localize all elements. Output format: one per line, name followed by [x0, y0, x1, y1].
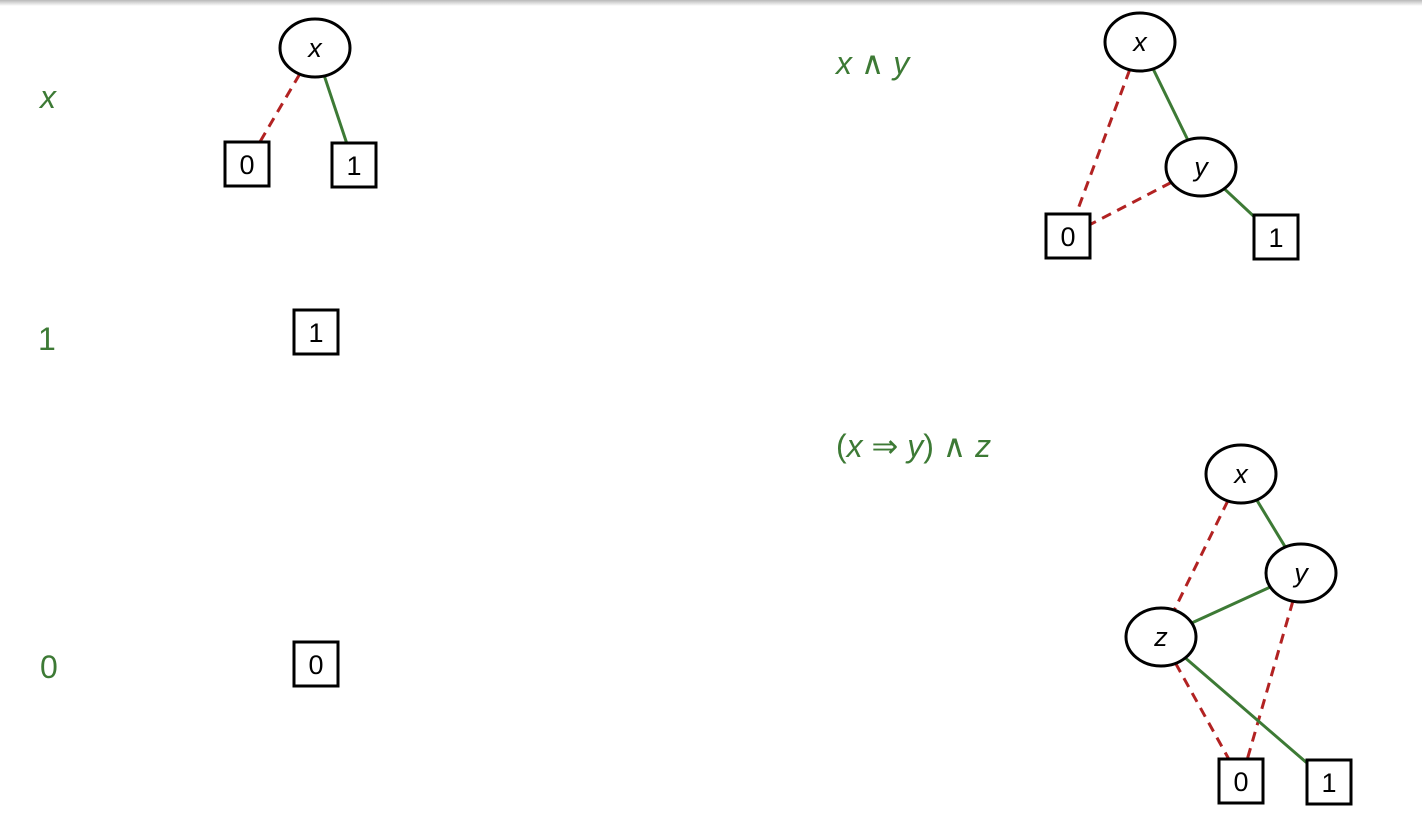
bdd3-node-t0-shape	[292, 640, 340, 688]
bdd5-node-t0-shape	[1217, 757, 1265, 805]
bdd4-node-t0-label: 0	[1060, 222, 1075, 252]
bdd5-node-y-label: y	[1292, 558, 1309, 588]
bdd-bdd5: x y z 0 1	[1124, 443, 1353, 806]
bdd4-node-x-label: x	[1131, 27, 1148, 57]
formula-f5-part: z	[974, 428, 991, 464]
bdd5-node-t0: 0	[1217, 757, 1265, 805]
bdd1-node-t0-shape	[223, 140, 271, 188]
bdd1-edge-x-t0-low	[258, 73, 302, 143]
bdd5-node-x: x	[1204, 443, 1278, 505]
bdd5-edge-x-z-low	[1172, 500, 1230, 611]
bdd5-node-y-shape	[1264, 542, 1338, 604]
bdd2-node-t1-label: 1	[308, 318, 323, 348]
bdd4-node-y: y	[1164, 136, 1238, 198]
formula-f4-part: ∧	[852, 45, 893, 81]
formula-f1: x	[38, 79, 57, 115]
bdd3-node-t0-label: 0	[308, 650, 323, 680]
bdd1-node-t1: 1	[330, 141, 378, 189]
formula-f5-part: (	[836, 428, 847, 464]
formula-f5-part: ⇒	[863, 428, 908, 464]
bdd5-node-y: y	[1264, 542, 1338, 604]
bdd4-edge-y-t0-low	[1089, 181, 1173, 226]
bdd1-node-x: x	[278, 17, 352, 79]
formula-f2: 1	[38, 321, 56, 357]
bdd-bdd4: x y 0 1	[1044, 11, 1300, 261]
formula-f3-part: 0	[40, 649, 58, 685]
formula-f4: x ∧ y	[834, 45, 911, 81]
formula-f3: 0	[40, 649, 58, 685]
bdd1-edge-x-t1-high	[322, 75, 349, 144]
bdd4-edge-x-t0-low	[1074, 69, 1132, 215]
formula-f4-part: x	[834, 45, 853, 81]
bdd4-node-t1-shape	[1252, 213, 1300, 261]
bdd4-node-y-shape	[1164, 136, 1238, 198]
formula-f4-part: y	[891, 45, 911, 81]
bdd5-edge-y-z-high	[1191, 585, 1271, 625]
formula-f5-part: y	[905, 428, 925, 464]
bdd5-node-z-shape	[1124, 606, 1198, 668]
bdd5-node-x-label: x	[1232, 459, 1249, 489]
bdd4-node-x: x	[1103, 11, 1177, 73]
bdd5-node-t0-label: 0	[1233, 767, 1248, 797]
top-shadow	[0, 0, 1422, 6]
formula-f5-part: ) ∧	[923, 428, 975, 464]
formula-f1-part: x	[38, 79, 57, 115]
bdd5-edge-z-t1-high	[1184, 656, 1308, 765]
bdd1-node-x-shape	[278, 17, 352, 79]
bdd-bdd3: 0	[292, 640, 340, 688]
formula-f5-part: x	[845, 428, 864, 464]
bdd5-node-t1-label: 1	[1321, 768, 1336, 798]
bdd4-edge-y-t1-high	[1223, 187, 1256, 218]
bdd1-node-x-label: x	[306, 33, 323, 63]
bdd1-node-t0: 0	[223, 140, 271, 188]
bdd4-node-y-label: y	[1192, 152, 1209, 182]
bdd2-node-t1-shape	[292, 308, 340, 356]
bdd3-node-t0: 0	[292, 640, 340, 688]
bdd1-node-t1-shape	[330, 141, 378, 189]
bdd4-node-t0-shape	[1044, 212, 1092, 260]
bdd-bdd1: x 0 1	[223, 17, 378, 189]
bdd5-node-t1: 1	[1305, 758, 1353, 806]
bdd4-node-t1-label: 1	[1268, 223, 1283, 253]
bdd2-node-t1: 1	[292, 308, 340, 356]
bdd5-node-z: z	[1124, 606, 1198, 668]
bdd5-node-x-shape	[1204, 443, 1278, 505]
bdd5-edge-y-t0-low	[1245, 600, 1295, 760]
bdd4-edge-x-y-high	[1151, 68, 1190, 141]
bdd-bdd2: 1	[292, 308, 340, 356]
bdd5-edge-z-t0-low	[1174, 662, 1231, 760]
bdd1-node-t0-label: 0	[239, 150, 254, 180]
bdd4-node-t1: 1	[1252, 213, 1300, 261]
bdd5-node-z-label: z	[1153, 622, 1168, 652]
bdd4-node-x-shape	[1103, 11, 1177, 73]
bdd4-node-t0: 0	[1044, 212, 1092, 260]
bdd5-node-t1-shape	[1305, 758, 1353, 806]
formula-f5: (x ⇒ y) ∧ z	[836, 428, 991, 464]
bdd5-edge-x-y-high	[1255, 499, 1287, 548]
bdd1-node-t1-label: 1	[346, 151, 361, 181]
formula-f2-part: 1	[38, 321, 56, 357]
